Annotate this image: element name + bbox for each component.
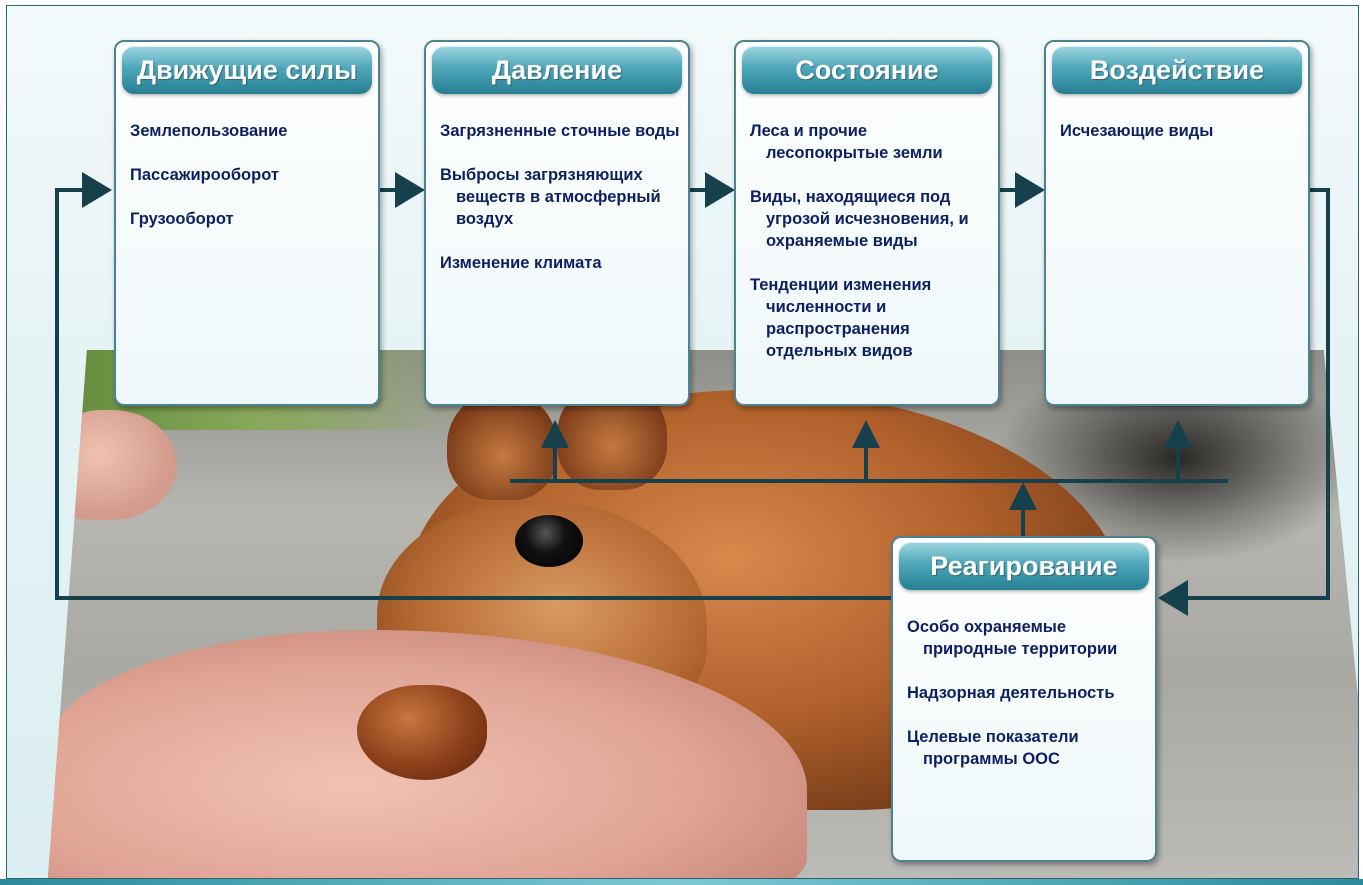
impact-box: Воздействие Исчезающие виды bbox=[1044, 40, 1310, 406]
state-box: Состояние Леса и прочие лесопокрытые зем… bbox=[734, 40, 1000, 406]
drivers-title: Движущие силы bbox=[122, 46, 372, 94]
list-item: Тенденции изменения численности и распро… bbox=[750, 276, 932, 360]
list-item: Изменение климата bbox=[440, 254, 602, 272]
hazelnut bbox=[357, 685, 487, 780]
impact-title: Воздействие bbox=[1052, 46, 1302, 94]
squirrel-ear-left bbox=[447, 390, 557, 500]
list-item: Пассажирооборот bbox=[130, 166, 279, 184]
pressure-box: Давление Загрязненные сточные воды Выбро… bbox=[424, 40, 690, 406]
list-item: Надзорная деятельность bbox=[907, 684, 1115, 702]
response-box: Реагирование Особо охраняемые природные … bbox=[891, 536, 1157, 862]
drivers-list: Землепользование Пассажирооборот Грузооб… bbox=[130, 120, 372, 252]
pressure-title: Давление bbox=[432, 46, 682, 94]
finger bbox=[47, 410, 177, 520]
impact-list: Исчезающие виды bbox=[1060, 120, 1302, 164]
pressure-list: Загрязненные сточные воды Выбросы загряз… bbox=[440, 120, 682, 296]
bottom-accent-bar bbox=[0, 879, 1363, 885]
list-item: Грузооборот bbox=[130, 210, 234, 228]
list-item: Леса и прочие лесопокрытые земли bbox=[750, 122, 943, 162]
list-item: Виды, находящиеся под угрозой исчезновен… bbox=[750, 188, 969, 250]
response-title: Реагирование bbox=[899, 542, 1149, 590]
list-item: Целевые показатели программы ООС bbox=[907, 728, 1079, 768]
squirrel-eye bbox=[515, 515, 583, 567]
list-item: Землепользование bbox=[130, 122, 288, 140]
squirrel-photo bbox=[47, 350, 1358, 878]
drivers-box: Движущие силы Землепользование Пассажиро… bbox=[114, 40, 380, 406]
list-item: Загрязненные сточные воды bbox=[440, 122, 680, 140]
list-item: Выбросы загрязняющих веществ в атмосферн… bbox=[440, 166, 661, 228]
list-item: Исчезающие виды bbox=[1060, 122, 1214, 140]
state-list: Леса и прочие лесопокрытые земли Виды, н… bbox=[750, 120, 992, 384]
list-item: Особо охраняемые природные территории bbox=[907, 618, 1118, 658]
state-title: Состояние bbox=[742, 46, 992, 94]
response-list: Особо охраняемые природные территории На… bbox=[907, 616, 1149, 792]
